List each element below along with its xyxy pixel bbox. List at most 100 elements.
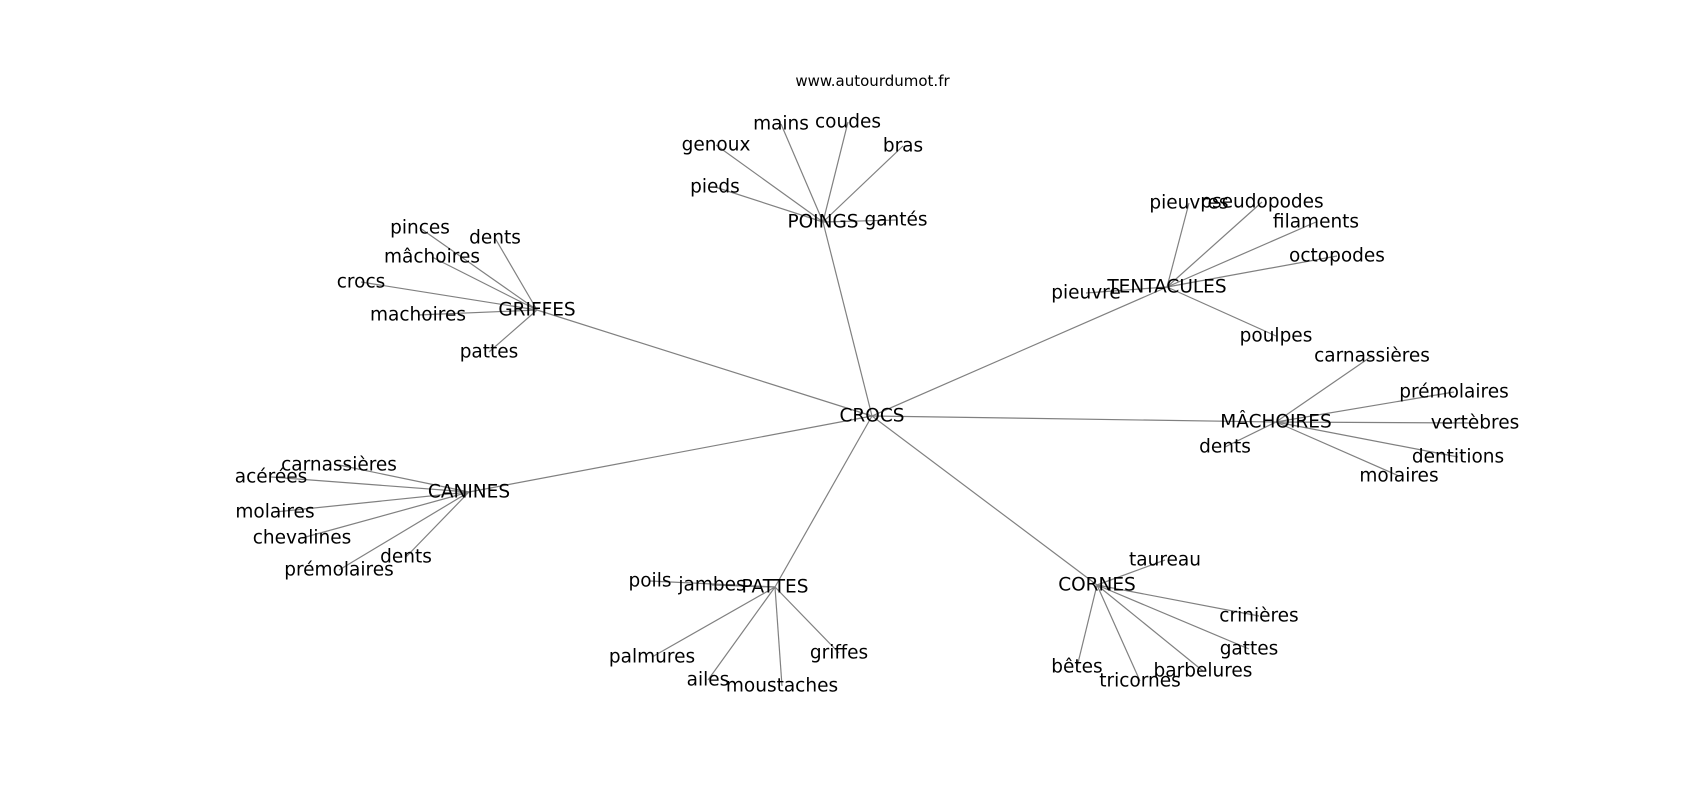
edge-hub-leaf bbox=[1096, 584, 1250, 650]
leaf-node-label: acérées bbox=[235, 467, 308, 488]
edge-hub-leaf bbox=[1085, 286, 1168, 294]
edge-center-hub bbox=[536, 309, 873, 417]
leaf-node-label: prémolaires bbox=[1399, 382, 1509, 403]
leaf-node-label: pieuvre bbox=[1051, 283, 1121, 304]
leaf-node-label: jambes bbox=[677, 575, 745, 596]
edge-hub-leaf bbox=[274, 491, 470, 513]
edge-hub-leaf bbox=[1275, 421, 1459, 458]
edge-center-hub bbox=[871, 415, 1098, 586]
hub-node-label: GRIFFES bbox=[498, 300, 575, 321]
leaf-node-label: palmures bbox=[609, 647, 695, 668]
edge-hub-leaf bbox=[1096, 584, 1141, 682]
leaf-node-label: machoires bbox=[370, 305, 466, 326]
leaf-node-label: chevalines bbox=[253, 528, 352, 549]
leaf-node-label: molaires bbox=[1359, 466, 1438, 487]
leaf-node-label: pinces bbox=[390, 218, 450, 239]
leaf-node-label: crinières bbox=[1219, 606, 1298, 627]
edge-center-hub bbox=[468, 415, 873, 493]
leaf-node-label: carnassières bbox=[1314, 346, 1430, 367]
edge-hub-leaf bbox=[715, 144, 824, 223]
edge-hub-leaf bbox=[419, 227, 538, 311]
leaf-node-label: dents bbox=[1199, 437, 1251, 458]
edge-hub-leaf bbox=[417, 309, 538, 316]
edge-hub-leaf bbox=[780, 123, 824, 223]
leaf-node-label: vertèbres bbox=[1431, 413, 1520, 434]
edge-hub-leaf bbox=[1166, 286, 1277, 337]
leaf-node-label: poils bbox=[629, 571, 672, 592]
leaf-node-label: tricornes bbox=[1099, 671, 1181, 692]
edge-hub-leaf bbox=[714, 186, 824, 223]
edge-hub-leaf bbox=[1096, 559, 1166, 586]
leaf-node-label: pattes bbox=[460, 342, 519, 363]
edge-hub-leaf bbox=[1275, 391, 1455, 423]
leaf-node-label: crocs bbox=[337, 272, 386, 293]
edge-center-hub bbox=[774, 415, 873, 588]
leaf-node-label: mains bbox=[753, 114, 809, 135]
hub-node-label: CORNES bbox=[1058, 575, 1136, 596]
edge-center-hub bbox=[822, 221, 873, 417]
leaf-node-label: pieds bbox=[690, 177, 740, 198]
hub-node-label: CANINES bbox=[428, 482, 510, 503]
leaf-node-label: molaires bbox=[235, 502, 314, 523]
edge-hub-leaf bbox=[822, 145, 904, 223]
edge-hub-leaf bbox=[707, 586, 776, 681]
edge-hub-leaf bbox=[1275, 421, 1400, 477]
edge-hub-leaf bbox=[338, 464, 470, 493]
edge-hub-leaf bbox=[301, 491, 470, 539]
edge-hub-leaf bbox=[822, 121, 849, 223]
edge-hub-leaf bbox=[1224, 421, 1277, 448]
edge-hub-leaf bbox=[494, 237, 538, 311]
leaf-node-label: bras bbox=[883, 136, 923, 157]
leaf-node-label: coudes bbox=[815, 112, 881, 133]
edge-center-hub bbox=[871, 286, 1168, 417]
edge-hub-leaf bbox=[1096, 584, 1204, 672]
leaf-node-label: pieuvres bbox=[1149, 193, 1228, 214]
leaf-node-label: prémolaires bbox=[284, 560, 394, 581]
leaf-node-label: filaments bbox=[1273, 212, 1359, 233]
edge-hub-leaf bbox=[774, 586, 783, 687]
source-label: www.autourdumot.fr bbox=[795, 72, 950, 90]
leaf-node-label: moustaches bbox=[726, 676, 838, 697]
leaf-node-label: gattes bbox=[1220, 639, 1279, 660]
leaf-node-label: genoux bbox=[682, 135, 751, 156]
edge-layer bbox=[270, 121, 1476, 687]
leaf-node-label: pseudopodes bbox=[1200, 192, 1323, 213]
leaf-node-label: mâchoires bbox=[384, 247, 480, 268]
leaf-node-label: dentitions bbox=[1412, 447, 1504, 468]
leaf-node-label: dents bbox=[380, 547, 432, 568]
edge-hub-leaf bbox=[1166, 221, 1317, 288]
leaf-node-label: bêtes bbox=[1051, 657, 1102, 678]
leaf-node-label: ailes bbox=[687, 670, 730, 691]
edge-hub-leaf bbox=[405, 491, 470, 558]
leaf-node-label: octopodes bbox=[1289, 246, 1385, 267]
edge-hub-leaf bbox=[822, 219, 897, 223]
edge-hub-leaf bbox=[360, 281, 538, 311]
hub-node-label: PATTES bbox=[742, 577, 809, 598]
edge-hub-leaf bbox=[774, 586, 840, 654]
edge-hub-leaf bbox=[431, 256, 538, 311]
edge-hub-leaf bbox=[488, 309, 538, 353]
leaf-node-label: gantés bbox=[864, 210, 927, 231]
edge-hub-leaf bbox=[1096, 584, 1260, 617]
edge-hub-leaf bbox=[1166, 201, 1263, 288]
edge-center-hub bbox=[871, 415, 1277, 423]
edge-hub-leaf bbox=[1275, 355, 1373, 423]
leaf-node-label: dents bbox=[469, 228, 521, 249]
edge-hub-leaf bbox=[1076, 584, 1098, 668]
hub-node-label: POINGS bbox=[787, 212, 858, 233]
leaf-node-label: carnassières bbox=[281, 455, 397, 476]
edge-hub-leaf bbox=[270, 476, 470, 493]
edge-hub-leaf bbox=[1166, 255, 1338, 288]
leaf-node-label: taureau bbox=[1129, 550, 1201, 571]
edge-hub-leaf bbox=[711, 584, 776, 588]
leaf-node-label: poulpes bbox=[1240, 326, 1313, 347]
edge-hub-leaf bbox=[1275, 421, 1476, 424]
hub-node-label: MÂCHOIRES bbox=[1220, 411, 1331, 433]
center-node-label: CROCS bbox=[840, 406, 905, 427]
hub-node-label: TENTACULES bbox=[1106, 277, 1226, 298]
leaf-node-label: barbelures bbox=[1154, 661, 1253, 682]
leaf-node-label: griffes bbox=[810, 643, 868, 664]
edge-hub-leaf bbox=[651, 586, 776, 658]
